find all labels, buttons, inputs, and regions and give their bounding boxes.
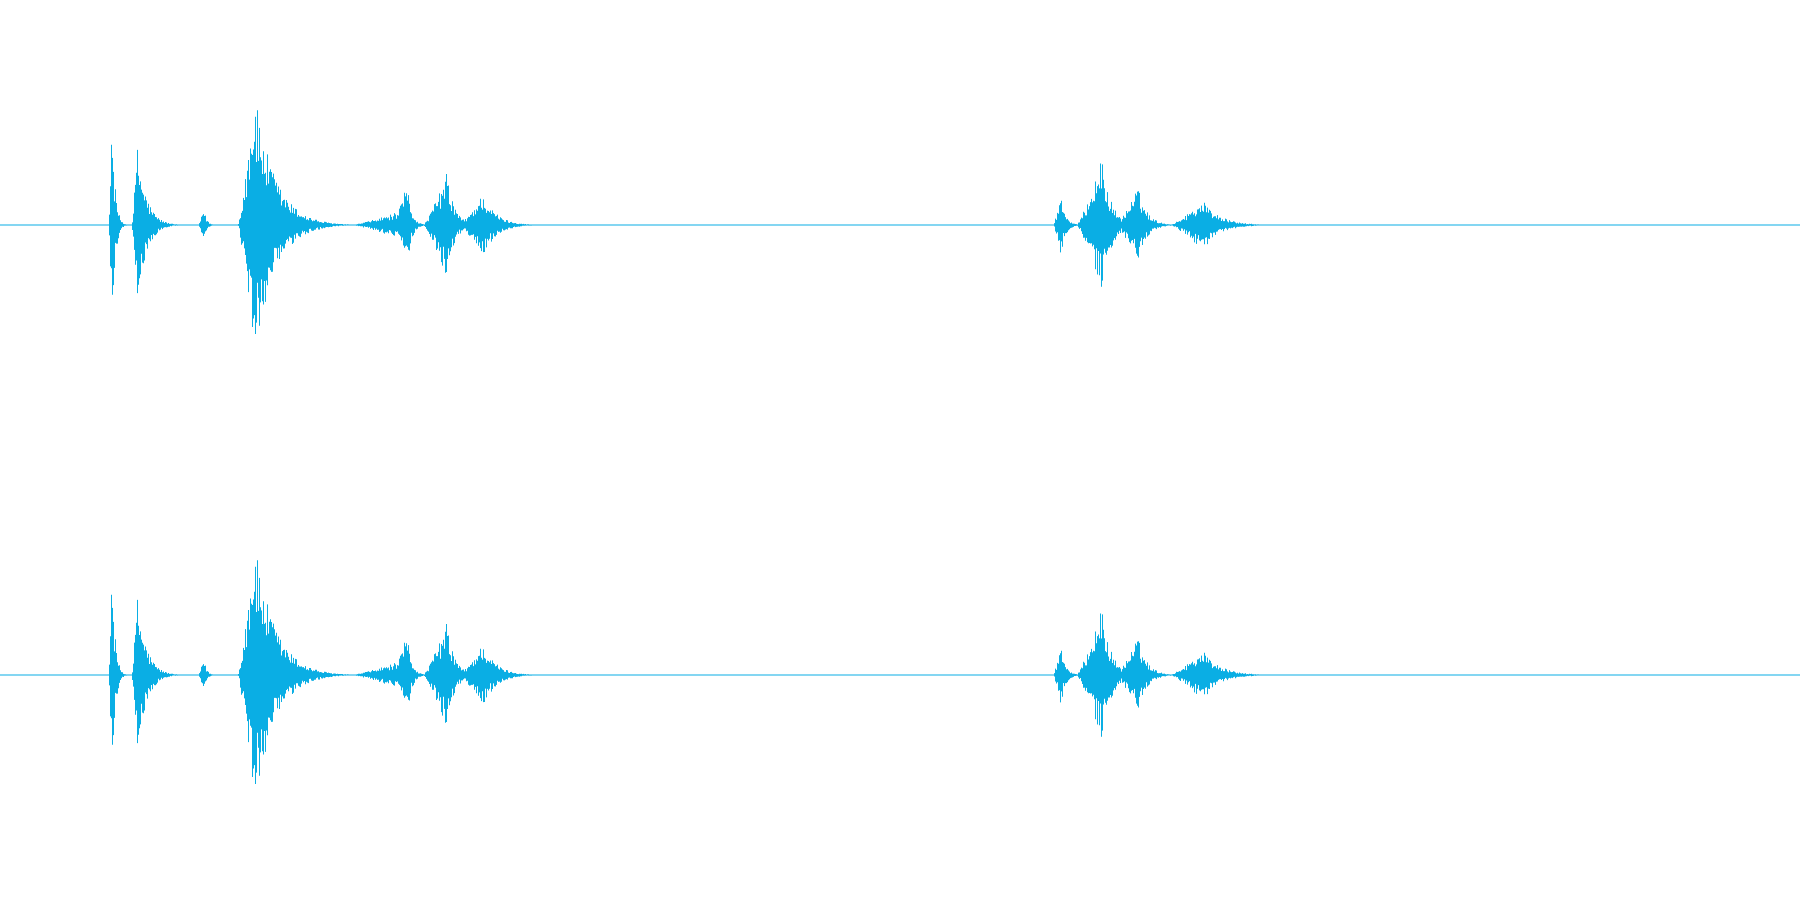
- channel-bottom: [0, 560, 1800, 784]
- channel-top: [0, 110, 1800, 334]
- waveform-series: [109, 560, 1265, 784]
- waveform-series: [109, 110, 1265, 334]
